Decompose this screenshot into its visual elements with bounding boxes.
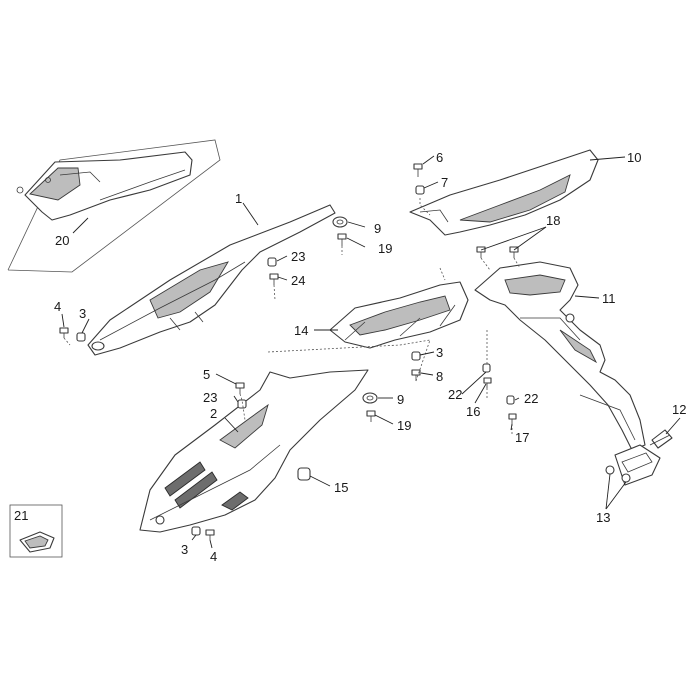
label-12: 12 [672,402,686,417]
part-12-reflector[interactable] [649,429,673,449]
label-23: 23 [203,390,217,405]
label-3: 3 [181,542,188,557]
part-3-spacer-left[interactable] [76,332,86,342]
part-23-spacer-lower[interactable] [237,399,247,409]
part-number-labels: 1 2 3 3 3 4 4 5 6 7 8 9 9 10 11 12 13 14… [14,150,686,564]
part-1-left-side-panel[interactable] [87,204,336,356]
part-9-washer-upper[interactable] [332,216,348,228]
label-11: 11 [602,291,616,306]
part-6-screw[interactable] [413,163,423,177]
part-24-screw[interactable] [269,273,279,285]
part-19-screw-upper[interactable] [337,233,347,246]
label-5: 5 [203,367,210,382]
part-10-rear-fender[interactable] [409,149,599,236]
label-3: 3 [436,345,443,360]
label-9: 9 [397,392,404,407]
label-4: 4 [210,549,217,564]
part-19-screw-lower[interactable] [366,410,376,422]
label-9: 9 [374,221,381,236]
part-13-plate-bracket[interactable] [605,444,661,486]
part-7-spacer[interactable] [415,185,425,195]
part-3-spacer-center[interactable] [411,351,421,361]
part-9-washer-lower[interactable] [362,392,378,404]
label-15: 15 [334,480,348,495]
label-22: 22 [448,387,462,402]
label-17: 17 [515,430,529,445]
hardware [59,163,519,540]
label-19: 19 [378,241,392,256]
part-21-clip[interactable] [9,504,63,558]
label-8: 8 [436,369,443,384]
label-10: 10 [627,150,641,165]
label-23: 23 [291,249,305,264]
part-3-spacer-bottom[interactable] [191,526,201,536]
part-4-screw-left[interactable] [59,327,69,338]
part-14-center-tray[interactable] [329,281,469,349]
leader-lines [61,155,681,549]
part-20-seat[interactable] [7,139,221,273]
part-22-spacer-right[interactable] [506,395,515,405]
label-20: 20 [55,233,69,248]
part-2-lower-side-panel[interactable] [139,369,369,533]
part-18-screws[interactable] [476,246,519,258]
label-24: 24 [291,273,305,288]
label-22: 22 [524,391,538,406]
part-11-license-plate-holder[interactable] [474,261,646,451]
label-19: 19 [397,418,411,433]
part-5-screw[interactable] [235,382,245,394]
label-16: 16 [466,404,480,419]
label-7: 7 [441,175,448,190]
label-6: 6 [436,150,443,165]
label-13: 13 [596,510,610,525]
label-4: 4 [54,299,61,314]
label-2: 2 [210,406,217,421]
part-4-screw-bottom[interactable] [205,529,215,540]
label-1: 1 [235,191,242,206]
part-16-screw[interactable] [483,377,492,388]
label-3: 3 [79,306,86,321]
label-14: 14 [294,323,308,338]
part-15-grommet[interactable] [297,467,311,481]
label-18: 18 [546,213,560,228]
label-21: 21 [14,508,28,523]
part-23-spacer-upper[interactable] [267,257,277,267]
part-22-spacer-center[interactable] [482,363,491,373]
part-17-screw[interactable] [508,413,517,424]
